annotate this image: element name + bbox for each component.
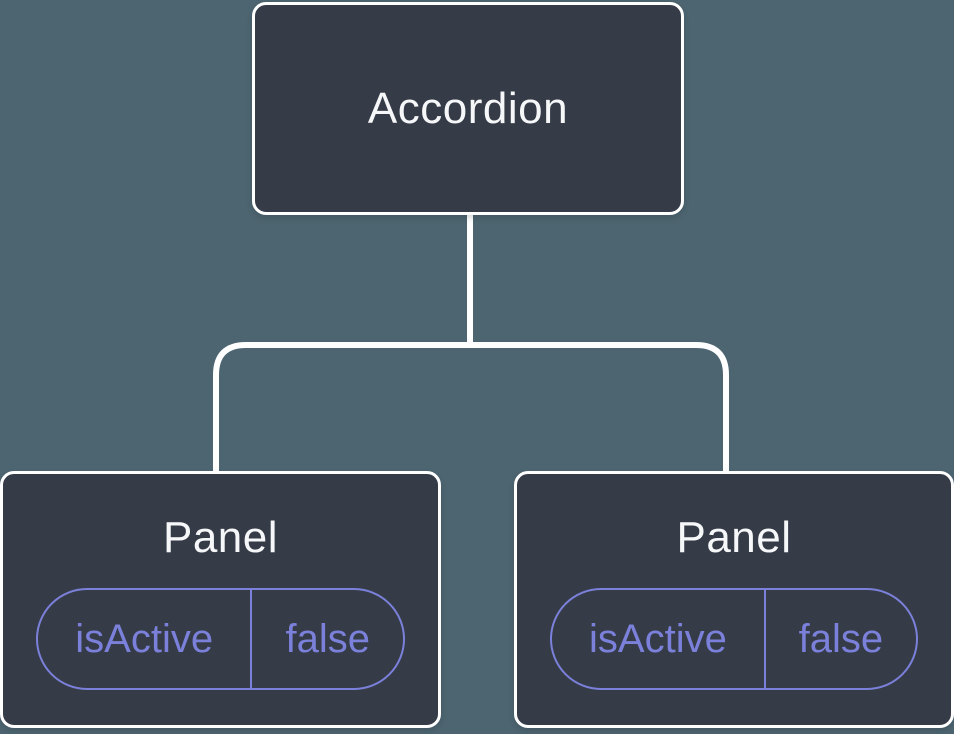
- accordion-node-label: Accordion: [367, 83, 569, 133]
- panel-node-left: Panel isActive false: [0, 471, 441, 728]
- state-pill: isActive false: [550, 588, 918, 690]
- state-value: false: [798, 616, 884, 661]
- state-key: isActive: [552, 590, 766, 688]
- state-key: isActive: [38, 590, 253, 688]
- connector-branch: [213, 342, 729, 474]
- accordion-node: Accordion: [252, 2, 684, 215]
- state-value: false: [285, 616, 370, 661]
- panel-node-right: Panel isActive false: [514, 471, 954, 728]
- state-pill: isActive false: [36, 588, 405, 690]
- panel-node-label: Panel: [676, 513, 792, 562]
- panel-node-label: Panel: [162, 513, 279, 562]
